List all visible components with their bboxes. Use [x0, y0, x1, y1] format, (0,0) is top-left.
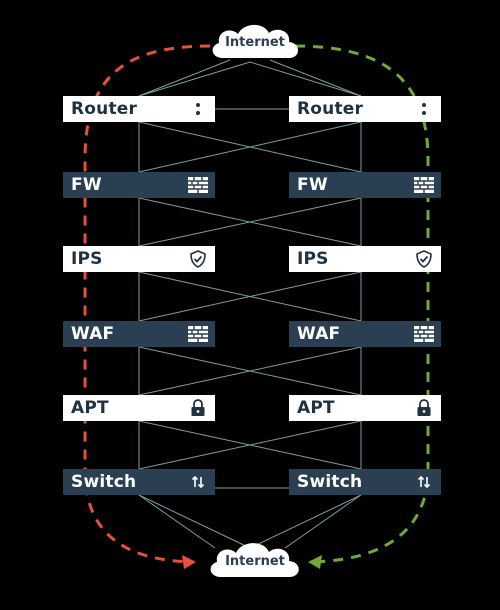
node-label: IPS	[297, 249, 329, 269]
internet-cloud-bottom: Internet	[203, 535, 307, 583]
shield-check-icon	[187, 249, 209, 269]
node-label: Router	[297, 99, 364, 119]
firewall-brick-icon	[187, 175, 209, 195]
padlock-icon	[187, 398, 209, 418]
left-switch-node[interactable]: Switch	[63, 469, 215, 495]
cloud-icon	[210, 543, 299, 577]
link-internet-right-router-cross	[138, 61, 251, 97]
secondary-path-arrow	[308, 555, 322, 569]
node-label: IPS	[71, 249, 103, 269]
right-ips-node[interactable]: IPS	[289, 246, 441, 272]
left-apt-node[interactable]: APT	[63, 395, 215, 421]
vertical-dots-icon	[413, 99, 435, 119]
tier-link-cross-rl	[138, 420, 362, 470]
up-down-arrows-icon	[413, 472, 435, 492]
right-apt-node[interactable]: APT	[289, 395, 441, 421]
right-fw-node[interactable]: FW	[289, 172, 441, 198]
link-internet-left-router	[138, 59, 231, 97]
internet-cloud-top: Internet	[205, 18, 305, 66]
vertical-dots-icon	[187, 99, 209, 119]
shield-check-icon	[413, 249, 435, 269]
padlock-icon	[413, 398, 435, 418]
node-label: FW	[297, 175, 328, 195]
link-internet-right-router	[269, 59, 362, 97]
tier-link-cross-rl	[138, 271, 362, 322]
right-router-node[interactable]: Router	[289, 96, 441, 122]
node-label: Router	[71, 99, 138, 119]
cloud-icon	[212, 24, 298, 59]
node-label: APT	[71, 398, 109, 418]
right-switch-node[interactable]: Switch	[289, 469, 441, 495]
secondary-path-right	[294, 44, 430, 564]
left-waf-node[interactable]: WAF	[63, 321, 215, 347]
left-ips-node[interactable]: IPS	[63, 246, 215, 272]
node-label: WAF	[71, 324, 115, 344]
firewall-brick-icon	[187, 324, 209, 344]
primary-path-arrow	[182, 555, 196, 569]
link-right-switch-internet-b	[284, 494, 362, 549]
left-router-node[interactable]: Router	[63, 96, 215, 122]
up-down-arrows-icon	[187, 472, 209, 492]
link-right-switch-internet	[249, 494, 362, 549]
left-fw-node[interactable]: FW	[63, 172, 215, 198]
node-label: APT	[297, 398, 335, 418]
node-label: FW	[71, 175, 102, 195]
tier-link-cross-rl	[138, 346, 362, 396]
firewall-brick-icon	[413, 175, 435, 195]
link-left-switch-internet	[138, 494, 251, 549]
node-label: Switch	[71, 472, 137, 492]
tier-link-cross-rl	[138, 197, 362, 247]
internet-top-label: Internet	[225, 35, 285, 50]
firewall-brick-icon	[413, 324, 435, 344]
link-left-switch-internet-b	[138, 494, 216, 549]
link-internet-left-router-cross	[249, 61, 362, 97]
internet-bottom-label: Internet	[225, 554, 285, 569]
node-label: Switch	[297, 472, 363, 492]
right-waf-node[interactable]: WAF	[289, 321, 441, 347]
tier-link-cross-rl	[138, 121, 362, 173]
node-label: WAF	[297, 324, 341, 344]
